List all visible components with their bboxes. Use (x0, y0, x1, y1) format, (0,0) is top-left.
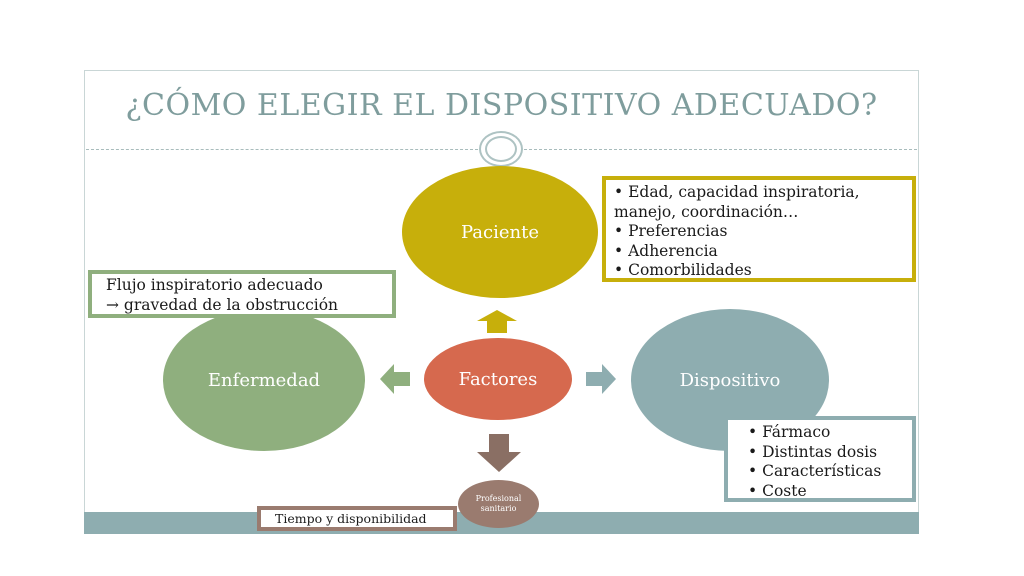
callout-paciente-item: Adherencia (614, 242, 904, 262)
callout-dispositivo-item: Distintas dosis (748, 443, 902, 463)
node-paciente-label: Paciente (460, 221, 539, 243)
node-enfermedad: Enfermedad (163, 309, 365, 451)
callout-enfermedad-line: Flujo inspiratorio adecuado (106, 276, 323, 294)
node-factores-label: Factores (458, 368, 538, 390)
arrow-right-icon (586, 364, 616, 394)
callout-profesional: Tiempo y disponibilidad (257, 506, 457, 531)
title-divider-left (86, 149, 478, 150)
node-profesional: Profesional sanitario (458, 480, 539, 528)
title-ring-ornament (479, 131, 523, 167)
callout-paciente: Edad, capacidad inspiratoria, manejo, co… (602, 176, 916, 282)
callout-paciente-item: manejo, coordinación… (614, 202, 799, 221)
callout-profesional-text: Tiempo y disponibilidad (275, 511, 427, 526)
node-profesional-label: Profesional sanitario (475, 494, 522, 513)
node-dispositivo-label: Dispositivo (679, 369, 781, 391)
callout-dispositivo: Fármaco Distintas dosis Características … (724, 416, 916, 502)
slide-title: ¿CÓMO ELEGIR EL DISPOSITIVO ADECUADO? (125, 88, 878, 123)
arrow-left-icon (380, 364, 410, 394)
callout-dispositivo-item: Coste (748, 482, 902, 502)
callout-paciente-item: Comorbilidades (614, 261, 904, 281)
arrow-down-icon (477, 434, 521, 472)
node-enfermedad-label: Enfermedad (207, 369, 321, 391)
node-factores: Factores (424, 338, 572, 420)
node-paciente: Paciente (402, 166, 598, 298)
callout-dispositivo-item: Fármaco (748, 423, 902, 443)
callout-paciente-item: Edad, capacidad inspiratoria, (614, 183, 904, 203)
callout-enfermedad: Flujo inspiratorio adecuado → gravedad d… (88, 270, 396, 318)
callout-paciente-item: Preferencias (614, 222, 904, 242)
callout-dispositivo-item: Características (748, 462, 902, 482)
callout-enfermedad-line: → gravedad de la obstrucción (106, 295, 339, 314)
arrow-up-icon (477, 310, 517, 333)
title-divider-right (524, 149, 917, 150)
